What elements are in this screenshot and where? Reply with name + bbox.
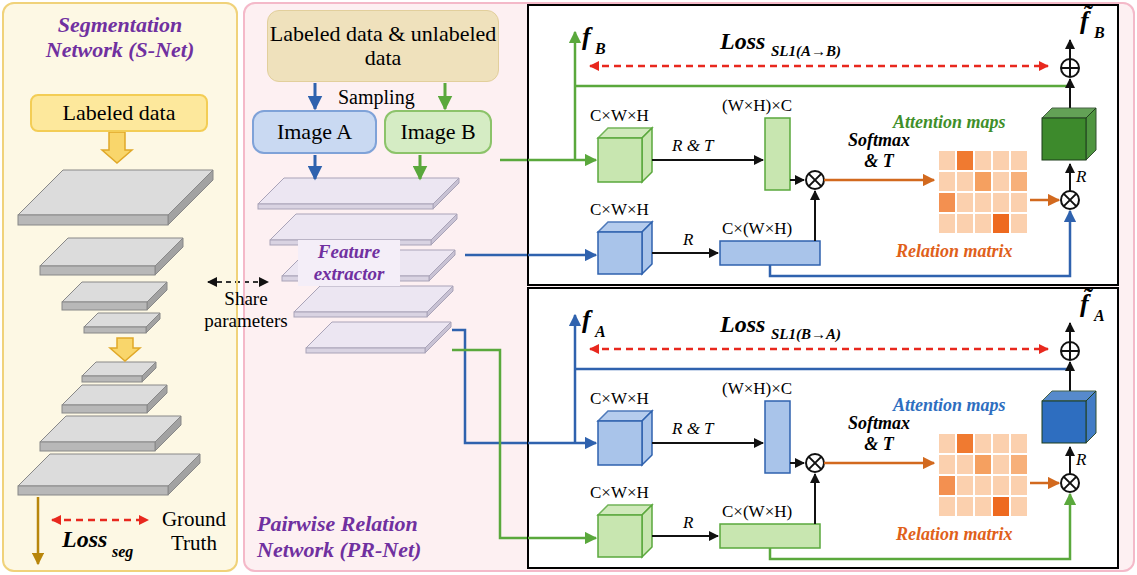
- network-panel: Segmentation Network (S-Net) Labeled data: [2, 2, 238, 572]
- node-text: Feature extractor: [298, 240, 400, 286]
- image-box: Image A: [252, 110, 377, 154]
- slab-front: [294, 312, 427, 317]
- slab-front: [18, 486, 168, 495]
- flow-connector: [314, 155, 317, 179]
- diagram-label: (W×H)×C: [722, 379, 792, 399]
- slab-front: [82, 376, 142, 382]
- relation-block: [528, 5, 1118, 285]
- slab-side: [425, 322, 451, 353]
- flow-connector: [444, 83, 447, 109]
- diagram-label: A: [595, 323, 606, 341]
- diagram-label: R & T: [672, 419, 714, 439]
- node-text: Pairwise Relation Network (PR-Net): [257, 511, 497, 562]
- slab-front: [62, 302, 147, 310]
- diagram-label: f: [582, 305, 591, 335]
- diagram-label: C×W×H: [590, 106, 649, 126]
- diagram-label: B: [595, 40, 606, 58]
- slab-side: [142, 362, 156, 382]
- relation-block: [528, 288, 1118, 568]
- flow-arrow: [110, 338, 140, 361]
- share-arrow: [208, 281, 268, 283]
- flow-arrow: [102, 132, 132, 163]
- slab-front: [258, 204, 433, 209]
- diagram-label: SL1(A→B): [771, 43, 841, 60]
- data-box: Labeled data & unlabeled data: [267, 10, 499, 82]
- node-text: Image A: [277, 120, 352, 144]
- node-text: Segmentation Network (S-Net): [20, 12, 220, 63]
- diagram-label: Relation matrix: [896, 524, 1013, 545]
- diagram-label: B: [1094, 24, 1105, 42]
- slab-front: [40, 442, 155, 451]
- slab-top: [270, 214, 457, 240]
- diagram-label: R: [683, 230, 693, 250]
- slab-side: [168, 170, 213, 225]
- output-arrow: [37, 497, 40, 564]
- slab-front: [18, 215, 168, 225]
- diagram-label: R: [1076, 450, 1086, 470]
- diagram-label: A: [1094, 307, 1105, 325]
- diagram-label: R & T: [672, 136, 714, 156]
- slab-top: [258, 178, 459, 204]
- s-net-ground: [2, 2, 238, 572]
- flow-connector: [314, 83, 317, 109]
- diagram-label: (W×H)×C: [722, 96, 792, 116]
- node-text: Image B: [400, 120, 475, 144]
- extractor-plates: [258, 178, 459, 353]
- slab-side: [433, 178, 459, 209]
- node-text: Labeled data: [63, 101, 176, 125]
- slab-side: [155, 238, 183, 275]
- diagram-label: C×(W×H): [722, 502, 792, 522]
- slab-side: [429, 250, 455, 281]
- feature-extractor: Feature extractor: [260, 180, 470, 360]
- image-box: Image B: [384, 110, 492, 154]
- diagram-label: Attention maps: [893, 395, 1006, 416]
- diagram-label: f̃: [1080, 6, 1089, 36]
- diagram-label: Attention maps: [893, 112, 1006, 133]
- slab-side: [168, 454, 200, 495]
- diagram-label: Loss: [62, 526, 107, 554]
- data-box: Labeled data: [30, 94, 208, 132]
- pr-net-ground: [243, 2, 1135, 572]
- slab-side: [146, 313, 160, 333]
- feature-wire: [452, 160, 528, 538]
- diagram-label: SL1(B→A): [771, 326, 841, 343]
- slab-side: [431, 214, 457, 245]
- node-text: Labeled data & unlabeled data: [268, 22, 498, 70]
- layer-stack: [18, 170, 213, 495]
- diagram-label: Softmax & T: [842, 413, 916, 454]
- diagram-label: Ground Truth: [153, 507, 235, 555]
- diagram-label: Share parameters: [200, 288, 292, 332]
- diagram-label: f: [582, 22, 591, 52]
- diagram-label: Loss: [720, 311, 765, 339]
- slab-side: [147, 282, 167, 310]
- slab-front: [62, 405, 147, 413]
- diagram-label: Softmax & T: [842, 130, 916, 171]
- slab-top: [294, 286, 453, 312]
- diagram-label: C×W×H: [590, 483, 649, 503]
- loss-arrow: [52, 519, 148, 522]
- diagram-label: C×W×H: [590, 389, 649, 409]
- diagram-label: C×(W×H): [722, 219, 792, 239]
- slab-front: [84, 327, 146, 333]
- diagram-label: Sampling: [338, 86, 415, 109]
- slab-side: [155, 416, 181, 451]
- slab-side: [147, 385, 167, 413]
- diagram-label: Loss: [720, 28, 765, 56]
- diagram-label: Relation matrix: [896, 241, 1013, 262]
- diagram-label: C×W×H: [590, 200, 649, 220]
- diagram-label: seg: [112, 543, 133, 561]
- flow-connector: [419, 155, 422, 179]
- slab-front: [306, 348, 425, 353]
- slab-front: [40, 266, 155, 275]
- slab-side: [427, 286, 453, 317]
- diagram-label: f̃: [1080, 289, 1089, 319]
- diagram-label: R: [1076, 167, 1086, 187]
- diagram-label: R: [683, 513, 693, 533]
